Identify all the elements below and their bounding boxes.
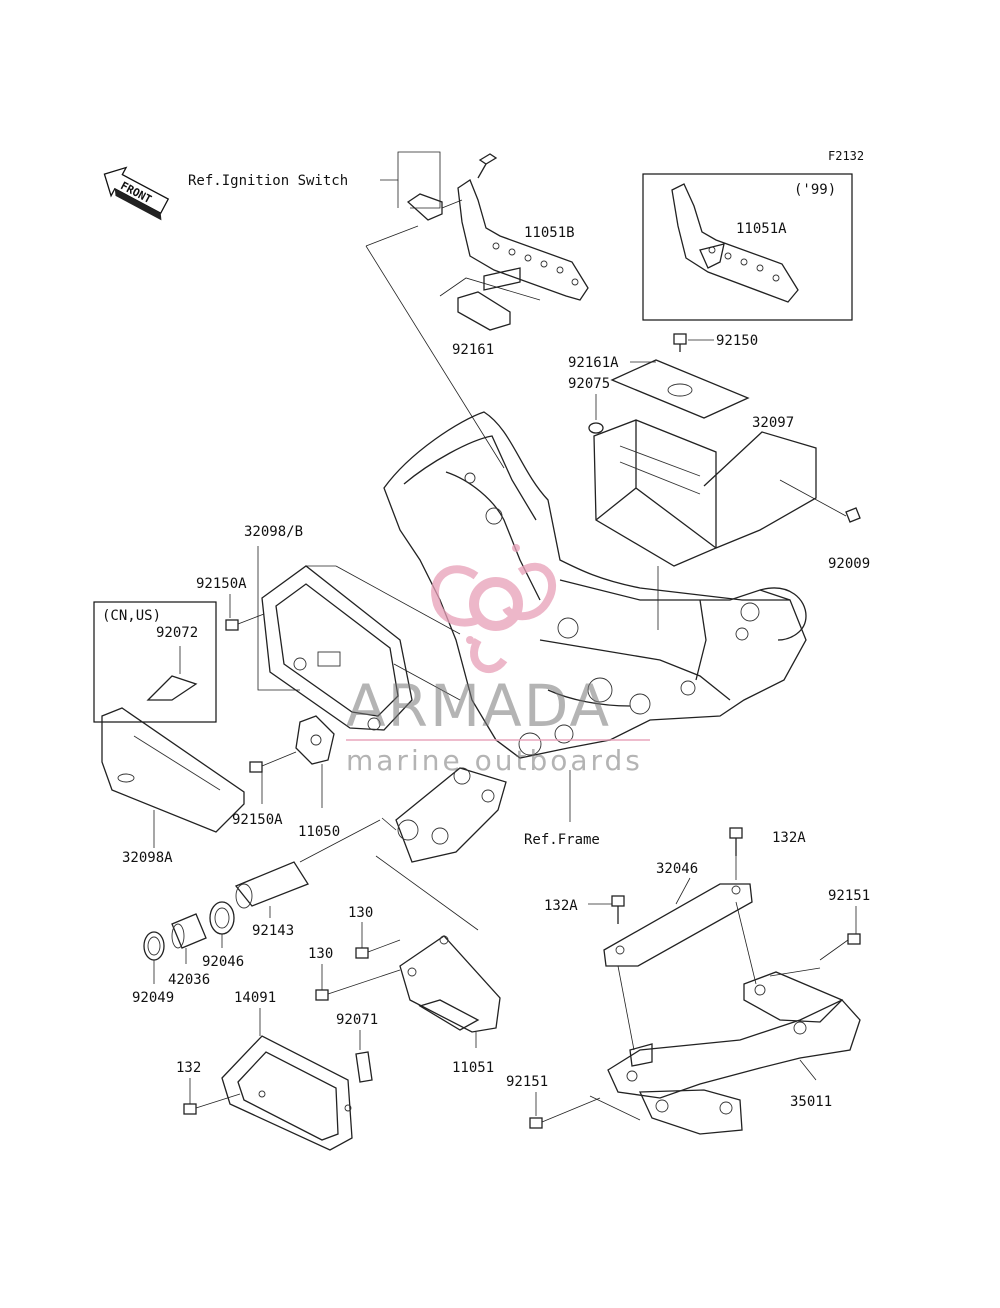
grommet-92075 — [588, 422, 604, 434]
label-11051: 11051 — [452, 1060, 494, 1076]
label-132a-left: 132A — [544, 898, 578, 914]
label-11050: 11050 — [298, 824, 340, 840]
label-92150a-bottom: 92150A — [232, 812, 283, 828]
bolt-92150 — [673, 333, 714, 352]
label-92046: 92046 — [202, 954, 244, 970]
label-92151-right: 92151 — [828, 888, 870, 904]
clamp-11050 — [295, 715, 335, 765]
bolt-130-top — [355, 939, 401, 959]
label-14091: 14091 — [234, 990, 276, 1006]
pad-92161 — [439, 267, 541, 331]
clip-92071 — [355, 1051, 373, 1083]
bolt-132a-left — [611, 895, 625, 924]
label-130-left: 130 — [308, 946, 333, 962]
label-32097: 32097 — [752, 415, 794, 431]
plate-32046 — [603, 883, 753, 967]
variant-99-label: ('99) — [794, 182, 836, 198]
bolt-92150a-bottom — [249, 751, 297, 773]
bearing-92046 — [209, 901, 235, 935]
ref-ignition-label: Ref.Ignition Switch — [188, 173, 348, 189]
watermark-title: ARMADA — [346, 672, 611, 740]
bushing-42036 — [171, 913, 207, 949]
ref-ignition-bracket — [380, 151, 441, 209]
label-42036: 42036 — [168, 972, 210, 988]
label-32098b: 32098/B — [244, 524, 303, 540]
side-cover-32098b — [261, 565, 413, 731]
bracket-11051 — [399, 935, 501, 1033]
label-92151-left: 92151 — [506, 1074, 548, 1090]
bolt-132 — [183, 1093, 241, 1115]
figure-code: F2132 — [828, 149, 864, 163]
pad-92072 — [146, 675, 198, 701]
label-92150: 92150 — [716, 333, 758, 349]
label-92075: 92075 — [568, 376, 610, 392]
label-132: 132 — [176, 1060, 201, 1076]
label-35011: 35011 — [790, 1094, 832, 1110]
variant-box-99 — [642, 173, 853, 321]
bolt-92151-left — [529, 1097, 601, 1129]
label-92049: 92049 — [132, 990, 174, 1006]
frame-main — [383, 411, 807, 759]
watermark-anchor-icon — [431, 544, 556, 674]
label-92161: 92161 — [452, 342, 494, 358]
variant-cn-us-label: (CN,US) — [102, 608, 161, 624]
label-92150a-top: 92150A — [196, 576, 247, 592]
label-130-top: 130 — [348, 905, 373, 921]
bolt-92151-right — [819, 933, 861, 961]
battery-case-32097 — [593, 419, 817, 567]
pad-92161a — [610, 359, 750, 419]
label-92161a: 92161A — [568, 355, 619, 371]
bolt-92150a-top — [225, 613, 265, 631]
seal-92049 — [143, 931, 165, 961]
bracket-11051a — [671, 183, 799, 303]
bolt-130-left — [315, 969, 401, 1001]
bracket-11051b — [406, 153, 589, 301]
crossmember-35011 — [607, 971, 861, 1135]
label-92143: 92143 — [252, 923, 294, 939]
bolt-132a-top — [729, 827, 743, 856]
label-92071: 92071 — [336, 1012, 378, 1028]
pivot-bracket — [395, 767, 507, 863]
cover-32098a — [101, 707, 245, 833]
front-arrow-icon: FRONT — [103, 166, 170, 221]
collar-92143 — [234, 861, 309, 909]
watermark-subtitle: marine outboards — [346, 744, 643, 777]
watermark-logo: ARMADA marine outboards — [346, 544, 650, 777]
ref-frame-label: Ref.Frame — [524, 832, 600, 848]
label-92072: 92072 — [156, 625, 198, 641]
cover-14091 — [221, 1035, 353, 1151]
variant-box-cn-us — [93, 601, 217, 723]
label-32046: 32046 — [656, 861, 698, 877]
label-11051b: 11051B — [524, 225, 575, 241]
label-11051a: 11051A — [736, 221, 787, 237]
bolt-92009 — [779, 479, 861, 523]
label-132a-top: 132A — [772, 830, 806, 846]
label-92009: 92009 — [828, 556, 870, 572]
label-32098a: 32098A — [122, 850, 173, 866]
